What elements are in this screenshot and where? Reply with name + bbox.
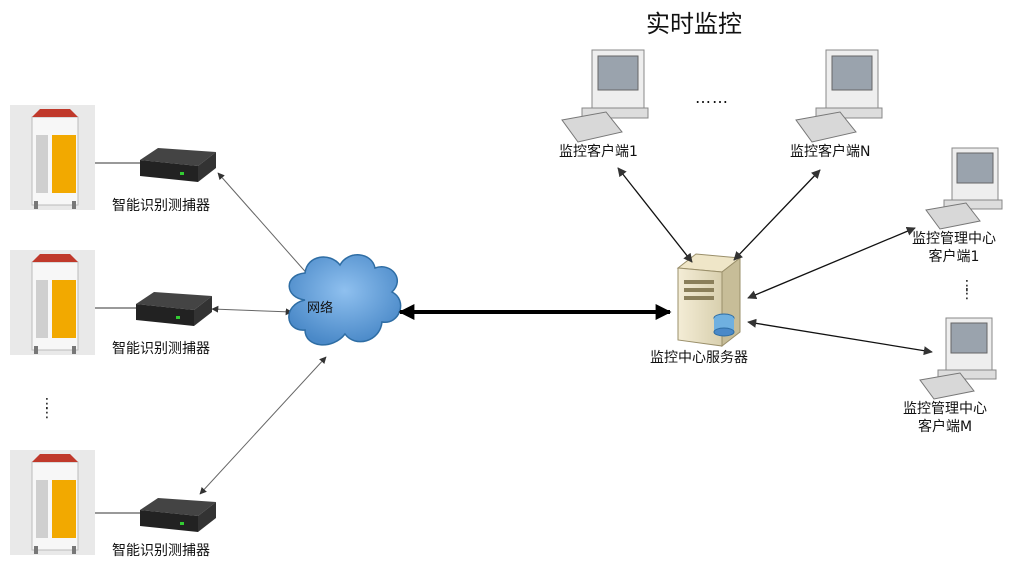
- capturer-device-3: [140, 498, 216, 532]
- computer-icon-client-1: [561, 49, 649, 143]
- arrow-capturer3-cloud: [199, 356, 327, 495]
- kiosk-1: [10, 105, 95, 210]
- capturer-label-1: 智能识别测捕器: [112, 198, 210, 214]
- computer-icon-client-n: [795, 49, 883, 143]
- arrow-server-clientn: [733, 169, 821, 261]
- arrow-capturer1-cloud: [217, 172, 319, 287]
- kiosk-3: [10, 450, 95, 555]
- client-label-1: 监控客户端1: [559, 144, 638, 160]
- mgmt-ellipsis: ⋮⋮: [960, 278, 974, 302]
- arrow-capturer2-cloud: [211, 305, 293, 316]
- client-label-n: 监控客户端N: [790, 144, 871, 160]
- mgmt-label-1: 监控管理中心 客户端1: [912, 231, 996, 265]
- server-label: 监控中心服务器: [650, 350, 748, 366]
- computer-icon-mgmt-1: [925, 147, 1003, 230]
- capturer-label-3: 智能识别测捕器: [112, 543, 210, 559]
- client-ellipsis: ……: [695, 88, 729, 107]
- capturer-device-1: [140, 148, 216, 182]
- arrow-server-mgmtm: [747, 318, 933, 356]
- kiosk-2: [10, 250, 95, 355]
- server-icon: [676, 253, 742, 348]
- arrow-server-mgmt1: [747, 226, 916, 300]
- capturer-ellipsis: ⋮⋮: [40, 396, 54, 421]
- cloud-label: 网络: [307, 301, 334, 316]
- network-cloud-icon: [288, 254, 402, 346]
- mgmt-label-m: 监控管理中心 客户端M: [903, 401, 987, 435]
- capturer-label-2: 智能识别测捕器: [112, 341, 210, 357]
- computer-icon-mgmt-m: [919, 317, 997, 400]
- diagram-title: 实时监控: [646, 10, 742, 38]
- capturer-device-2: [136, 292, 212, 326]
- arrow-server-client1: [617, 167, 693, 263]
